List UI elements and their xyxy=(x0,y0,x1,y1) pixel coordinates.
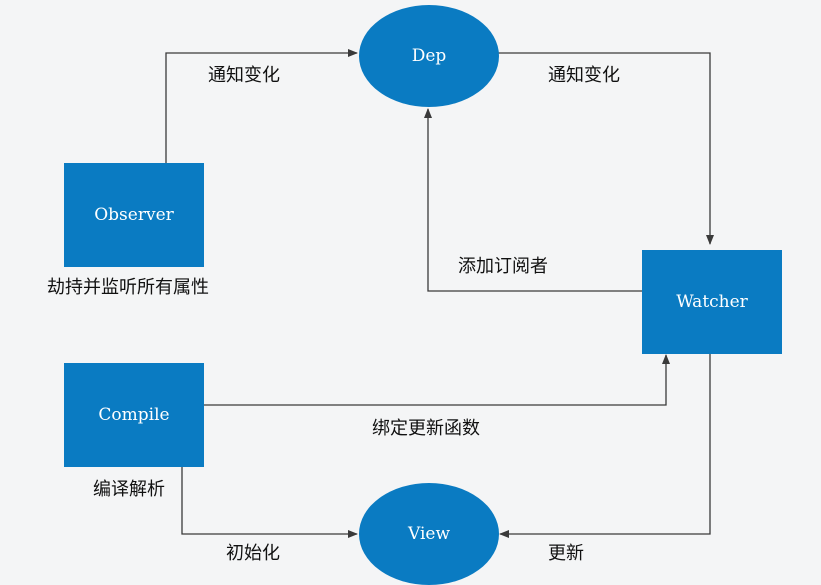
compile-node: Compile xyxy=(64,363,204,467)
add-subscriber-label: 添加订阅者 xyxy=(458,256,548,277)
update-label: 更新 xyxy=(548,543,584,564)
notify-change-left-label: 通知变化 xyxy=(208,65,280,86)
view-node: View xyxy=(359,483,499,585)
initialize-label: 初始化 xyxy=(226,543,280,564)
watcher-to-view-arrow xyxy=(499,353,711,538)
dep-to-watcher-arrow xyxy=(498,52,714,245)
watcher-to-dep-arrow xyxy=(424,108,642,292)
observer-node-label: Observer xyxy=(94,205,174,225)
observer-to-dep-arrow xyxy=(165,49,358,163)
dep-node: Dep xyxy=(359,5,499,107)
observer-node: Observer xyxy=(64,163,204,267)
notify-change-right-label: 通知变化 xyxy=(548,65,620,86)
bind-update-label: 绑定更新函数 xyxy=(372,418,480,439)
watcher-node-label: Watcher xyxy=(676,292,748,312)
compile-to-view-arrow xyxy=(181,466,358,538)
view-node-label: View xyxy=(407,524,451,544)
dep-node-label: Dep xyxy=(411,46,447,66)
watcher-node: Watcher xyxy=(642,250,782,354)
compile-to-watcher-arrow xyxy=(204,354,670,406)
compile-node-label: Compile xyxy=(98,405,170,425)
observer-caption: 劫持并监听所有属性 xyxy=(47,277,209,298)
compile-caption: 编译解析 xyxy=(93,479,165,500)
